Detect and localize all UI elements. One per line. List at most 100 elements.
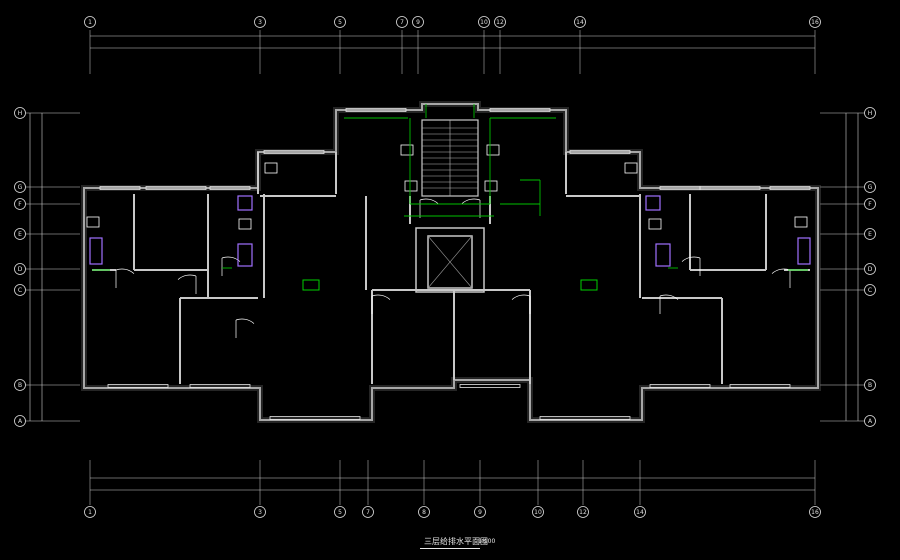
exterior-wall-hatch [81,101,821,423]
fixture-icon [484,180,498,192]
door-swing-icon [177,274,197,294]
window-0 [99,186,141,190]
grid-bubble-left-F-icon [14,198,26,210]
grid-bubble-left-D-label: D [18,266,23,273]
fixture-icon [89,237,103,265]
stair-elevator-core [415,119,485,293]
grid-bubble-right-D-icon [864,263,876,275]
grid-bubble-top-16-icon [809,16,821,28]
grid-bubble-bottom-12-label: 12 [579,509,587,516]
grid-bubble-right-C-icon [864,284,876,296]
drawing-scale: 1:100 [478,538,496,545]
fixture-icon [624,162,638,174]
window-14 [345,108,407,112]
grid-bubble-left-A-label: A [18,418,23,425]
grid-bubble-bottom-8-icon [418,506,430,518]
window-5 [269,416,361,420]
grid-bubble-left-C-label: C [18,287,22,294]
window-10 [699,186,761,190]
grid-bubble-bottom-3-label: 3 [258,509,262,516]
grid-bubble-right-B-icon [864,379,876,391]
door-swing-icon [371,294,391,314]
grid-bubble-bottom-8-label: 8 [422,509,426,516]
grid-bubble-bottom-16-label: 16 [811,509,819,516]
door-swing-icon [235,318,255,338]
grid-bubble-right-F-icon [864,198,876,210]
grid-bubble-top-5-label: 5 [338,19,342,26]
grid-bubble-right-D-label: D [868,266,873,273]
grid-bubble-right-E-icon [864,228,876,240]
drawing-title: 三层给排水平面图 [424,537,488,546]
grid-bubble-right-H-label: H [868,110,873,117]
grid-bubble-top-12-label: 12 [496,19,504,26]
window-13 [569,150,631,154]
grid-bubble-bottom-3-icon [254,506,266,518]
window-16 [459,384,521,388]
pipe-riser-box [302,279,320,291]
fixture-icon [404,180,418,192]
pipe-riser-box [580,279,598,291]
window-4 [189,384,251,388]
grid-bubble-bottom-7-icon [362,506,374,518]
grid-bubble-top-7-label: 7 [400,19,404,26]
grid-bubble-bottom-1-icon [84,506,96,518]
grid-bubble-left-C-icon [14,284,26,296]
grid-bubble-bottom-9-icon [474,506,486,518]
grid-bubble-top-14-icon [574,16,586,28]
window-11 [769,186,811,190]
door-swing-icon [221,256,241,276]
fixture-icon [264,162,278,174]
window-2 [209,186,251,190]
grid-bubble-left-H-label: H [18,110,23,117]
fixture-icon [645,195,661,211]
fixture-icon [797,237,811,265]
dimension-lines [26,30,864,505]
window-1 [145,186,207,190]
grid-bubble-bottom-10-icon [532,506,544,518]
fixture-icon [237,243,253,267]
grid-bubble-bottom-14-icon [634,506,646,518]
door-swing-icon [511,294,531,314]
grid-bubble-bottom-12-icon [577,506,589,518]
doors [115,198,791,338]
fixture-icon [655,243,671,267]
elevator-cross-b [427,235,473,289]
grid-bubble-bottom-7-label: 7 [366,509,370,516]
door-swing-icon [419,198,439,218]
grid-bubble-top-14-label: 14 [576,19,584,26]
grid-bubble-top-16-label: 16 [811,19,819,26]
water-pipes [92,104,808,291]
grid-bubble-top-7-icon [396,16,408,28]
plumbing-fixtures [86,144,811,267]
fixture-icon [486,144,500,156]
grid-bubble-top-3-icon [254,16,266,28]
fixture-icon [238,218,252,230]
grid-bubble-right-G-label: G [868,184,873,191]
grid-bubble-right-A-icon [864,415,876,427]
door-swing-icon [461,198,481,218]
elevator-icon [427,235,473,289]
grid-bubble-top-12-icon [494,16,506,28]
grid-bubble-left-E-label: E [18,231,22,238]
grid-bubble-bottom-1-label: 1 [88,509,92,516]
grid-bubble-bottom-16-icon [809,506,821,518]
grid-bubble-right-H-icon [864,107,876,119]
grid-bubble-top-5-icon [334,16,346,28]
elevator-shaft-wall [415,227,485,293]
grid-bubble-right-F-label: F [868,201,872,208]
grid-bubble-left-B-icon [14,379,26,391]
fixture-icon [86,216,100,228]
fixture-icon [648,218,662,230]
window-6 [539,416,631,420]
door-swing-icon [659,294,679,314]
grid-bubble-top-10-icon [478,16,490,28]
title-underline [420,548,480,549]
grid-bubble-top-9-icon [412,16,424,28]
grid-bubble-top-1-label: 1 [88,19,92,26]
grid-bubble-bottom-5-label: 5 [338,509,342,516]
grid-bubble-left-D-icon [14,263,26,275]
grid-bubble-left-F-label: F [18,201,22,208]
window-8 [729,384,791,388]
